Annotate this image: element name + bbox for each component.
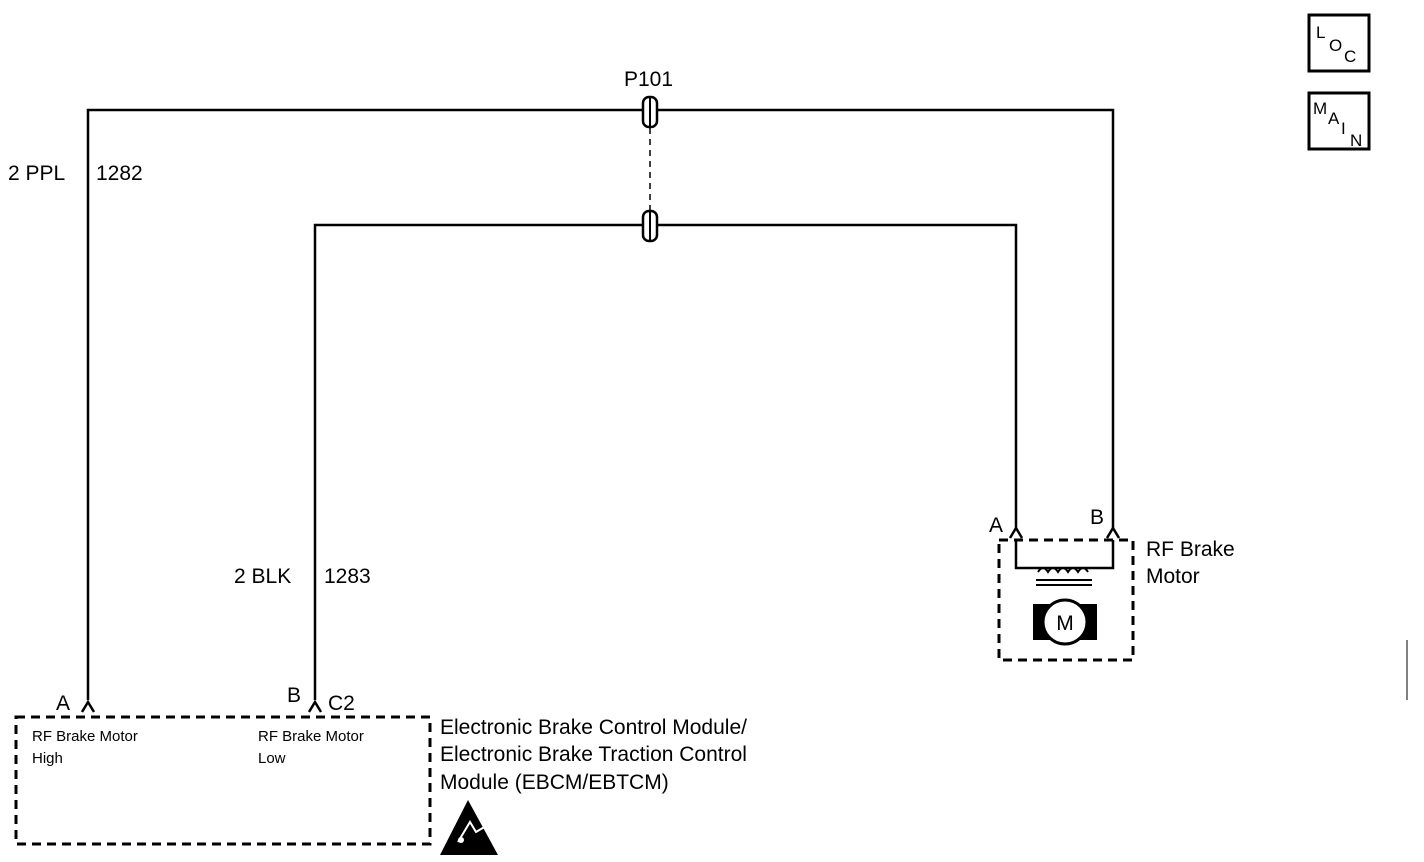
ebcm-pin-b-desc-2: Low xyxy=(258,750,286,767)
ebcm-pin-a-desc-1: RF Brake Motor xyxy=(32,728,138,745)
coil-icon xyxy=(1037,567,1089,574)
ebcm-title-line-2: Electronic Brake Traction Control xyxy=(440,743,747,766)
ebcm-title-line-1: Electronic Brake Control Module/ xyxy=(440,716,747,739)
motor-title-line-2: Motor xyxy=(1146,565,1200,588)
motor-title-line-1: RF Brake xyxy=(1146,538,1235,561)
loc-badge: L O C xyxy=(1307,13,1371,73)
rf-brake-motor: A B M RF Brake Motor xyxy=(989,506,1235,662)
main-letter-1: M xyxy=(1313,99,1327,118)
wire-1282-circuit: 1282 xyxy=(96,162,143,185)
main-letter-4: N xyxy=(1350,131,1362,150)
wire-1283 xyxy=(313,223,1018,700)
connector-p101: P101 xyxy=(624,68,673,243)
motor-pin-a: A xyxy=(989,514,1003,537)
wire-1282-color: 2 PPL xyxy=(8,162,65,185)
connector-label: P101 xyxy=(624,68,673,91)
wire-1283-color: 2 BLK xyxy=(234,565,291,588)
ebcm-pin-a-desc-2: High xyxy=(32,750,63,767)
ebcm-connector-label: C2 xyxy=(328,692,355,715)
main-letter-2: A xyxy=(1328,109,1340,128)
ebcm-module: A B C2 RF Brake Motor High RF Brake Moto… xyxy=(14,684,747,846)
motor-symbol-label: M xyxy=(1056,612,1074,635)
main-badge: M A I N xyxy=(1307,91,1371,151)
loc-letter-2: O xyxy=(1329,36,1342,55)
motor-pin-b: B xyxy=(1090,506,1104,529)
loc-letter-3: C xyxy=(1344,47,1356,66)
main-letter-3: I xyxy=(1341,119,1346,138)
esd-warning-icon xyxy=(440,800,498,855)
wire-1282 xyxy=(86,108,1115,700)
loc-letter-1: L xyxy=(1316,23,1325,42)
motor-icon: M xyxy=(1033,598,1097,646)
ebcm-pin-b-desc-1: RF Brake Motor xyxy=(258,728,364,745)
ebcm-pin-a: A xyxy=(56,692,70,715)
wire-1283-circuit: 1283 xyxy=(324,565,371,588)
ebcm-pin-b: B xyxy=(287,684,301,707)
ebcm-title-line-3: Module (EBCM/EBTCM) xyxy=(440,771,669,794)
